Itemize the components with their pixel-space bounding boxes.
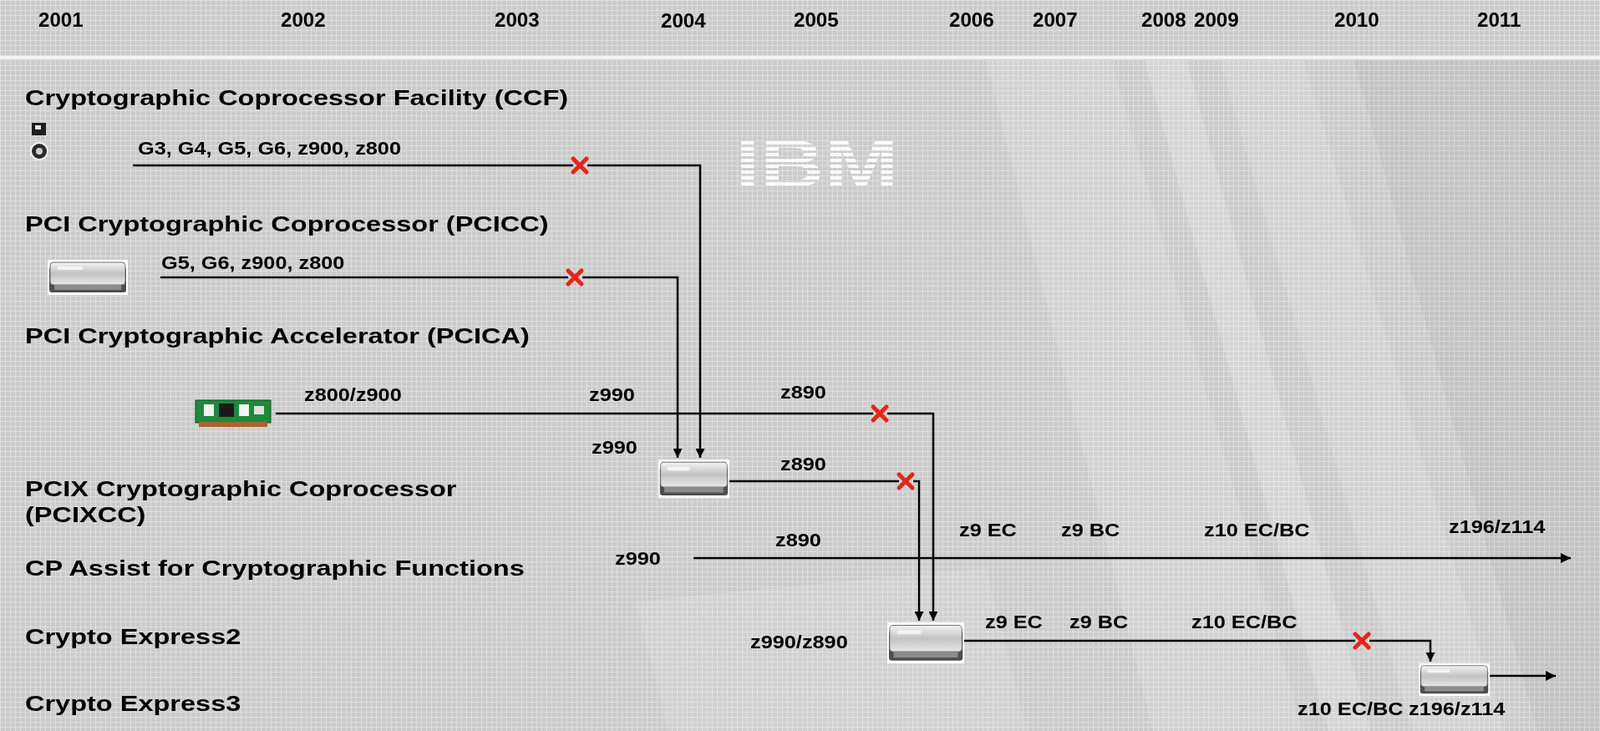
card-icon — [47, 259, 128, 295]
component-name: Crypto Express2 — [25, 624, 241, 651]
component-name: PCI Cryptographic Coprocessor (PCICC) — [25, 211, 549, 238]
model-label: z890 — [780, 453, 827, 476]
end-mark — [899, 474, 913, 488]
successor-arrow — [887, 413, 934, 621]
model-label: z9 EC — [985, 611, 1043, 634]
ccf-icon — [30, 122, 48, 160]
model-label: z10 EC/BC — [1191, 611, 1298, 634]
successor-arrow — [587, 165, 701, 458]
timeline-line — [275, 412, 874, 416]
model-label: z9 BC — [1061, 519, 1120, 542]
model-label: z890 — [775, 529, 822, 552]
card-icon — [887, 622, 965, 664]
watermark: IBM — [735, 123, 899, 204]
timeline-arrow — [1489, 675, 1556, 678]
product-row: Cryptographic Coprocessor Facility (CCF) — [25, 85, 588, 174]
year-label: 2003 — [494, 8, 540, 32]
year-label: 2011 — [1477, 8, 1521, 32]
year-label: 2010 — [1334, 8, 1380, 32]
pcica-card-icon — [195, 400, 271, 427]
header-rule — [0, 55, 1600, 60]
model-label: z990 — [614, 548, 661, 570]
backdrop-stripe — [634, 568, 1028, 731]
backdrop-stripe — [1353, 60, 1600, 731]
product-row: PCIX Cryptographic Coprocessor (PCIXCC) — [25, 457, 914, 532]
end-mark — [568, 270, 582, 285]
component-name: Cryptographic Coprocessor Facility (CCF) — [25, 85, 569, 112]
end-marks — [568, 158, 1369, 648]
year-label: 2005 — [793, 8, 839, 32]
product-row: PCI Cryptographic Coprocessor (PCICC) — [25, 211, 583, 289]
product-row: Crypto Express2 — [25, 620, 1370, 661]
model-label: z196/z114 — [1408, 698, 1505, 721]
model-label: z9 EC — [959, 519, 1017, 542]
year-label: 2006 — [949, 8, 995, 32]
model-label: z990 — [589, 384, 635, 407]
year-label: 2009 — [1193, 8, 1240, 32]
year-label: 2008 — [1141, 8, 1187, 32]
year-label: 2004 — [660, 9, 707, 33]
component-name: PCI Cryptographic Accelerator (PCICA) — [25, 323, 530, 350]
model-label: z10 EC/BC — [1297, 698, 1404, 721]
model-label: z9 BC — [1069, 611, 1128, 634]
model-label: z10 EC/BC — [1203, 519, 1311, 542]
product-row: CP Assist for Cryptographic Functions — [25, 544, 1575, 585]
component-name: PCIX Cryptographic Coprocessor (PCIXCC) — [25, 476, 482, 529]
card-icon — [658, 459, 730, 498]
successor-arrow — [1369, 640, 1431, 662]
model-label: G3, G4, G5, G6, z900, z800 — [137, 137, 402, 160]
end-mark — [573, 158, 587, 173]
timeline-arrow — [693, 557, 1571, 560]
timeline-line — [729, 480, 900, 483]
model-label: z800/z900 — [304, 384, 402, 407]
timeline-lines — [132, 165, 1571, 676]
component-name: Crypto Express3 — [25, 690, 241, 717]
end-mark — [873, 406, 887, 421]
model-label: z196/z114 — [1448, 516, 1545, 539]
year-label: 2007 — [1032, 8, 1078, 32]
product-row: PCI Cryptographic Accelerator (PCICA) — [25, 323, 888, 424]
timeline-line — [132, 164, 574, 168]
model-label: G5, G6, z900, z800 — [161, 252, 345, 275]
successor-arrow — [582, 277, 678, 458]
model-label: z990 — [591, 436, 638, 459]
timeline-line — [964, 640, 1356, 643]
year-label: 2001 — [38, 8, 84, 32]
timeline-line — [160, 276, 569, 280]
successor-arrow — [913, 481, 920, 621]
component-name: CP Assist for Cryptographic Functions — [25, 555, 525, 582]
model-label: z890 — [780, 381, 827, 404]
end-mark — [1355, 634, 1369, 648]
card-icon — [1418, 663, 1490, 696]
model-label: z990/z890 — [750, 631, 849, 654]
year-label: 2002 — [280, 8, 326, 32]
